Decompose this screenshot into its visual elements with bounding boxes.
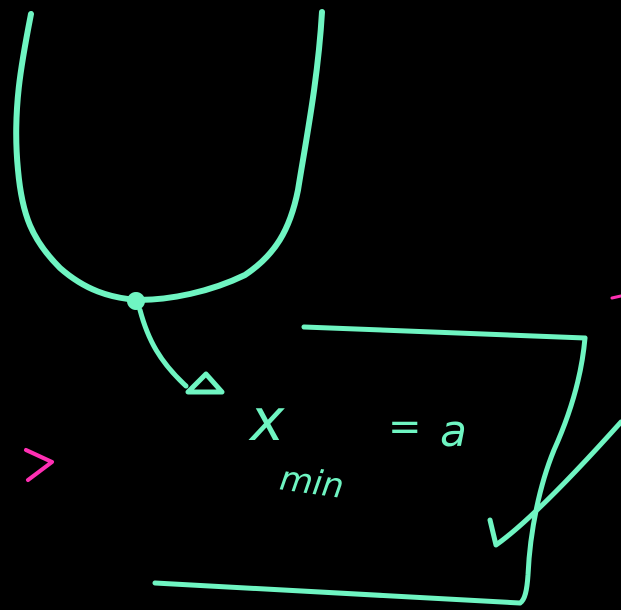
annotation-box-top (301, 324, 588, 341)
value-label: a (440, 406, 467, 457)
annotation-box-right (517, 335, 588, 606)
annotation-box-bottom (152, 580, 523, 606)
pink-arrow-mark (24, 448, 54, 482)
check-mark (487, 419, 621, 548)
annotation-text: x min = a (248, 386, 467, 507)
subscript-label: min (277, 458, 346, 507)
pink-edge-dash (610, 294, 621, 300)
pointer-arrow-line (137, 307, 189, 389)
equals-sign: = (388, 404, 422, 450)
minimum-point (127, 292, 145, 310)
variable-label: x (248, 386, 285, 454)
arrowhead-triangle (185, 371, 225, 395)
